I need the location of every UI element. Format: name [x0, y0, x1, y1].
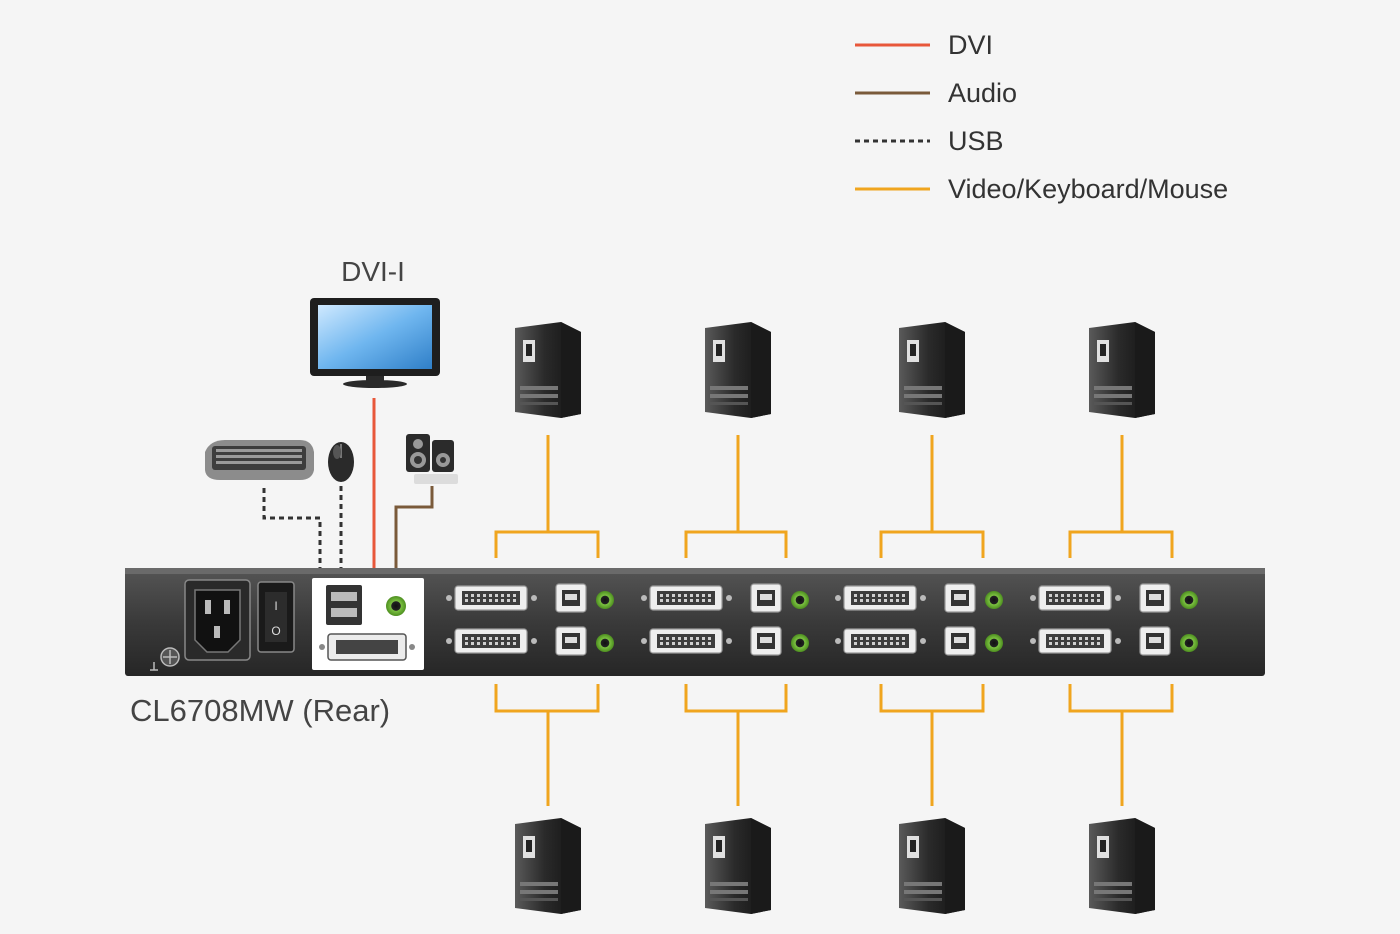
- computer-tower-icon: [515, 818, 581, 914]
- computer-tower-icon: [705, 322, 771, 418]
- legend-label: Audio: [948, 78, 1017, 108]
- kvm-port-6: [835, 626, 1003, 656]
- kvm-cable-bottom-3: [879, 684, 985, 806]
- kvm-port-7: [1030, 583, 1198, 613]
- audio-jack: [985, 634, 1003, 652]
- legend-label: Video/Keyboard/Mouse: [948, 174, 1228, 204]
- kvm-cable-bottom-1: [494, 684, 600, 806]
- legend-label: USB: [948, 126, 1004, 156]
- svg-text:I: I: [274, 599, 277, 613]
- computer-tower-icon: [705, 818, 771, 914]
- audio-cable: [394, 486, 434, 600]
- kvm-port-8: [1030, 626, 1198, 656]
- ground-screw-icon: [150, 647, 180, 671]
- kvm-port-groups: [446, 583, 1198, 656]
- kvm-cable-top-4: [1068, 435, 1174, 558]
- keyboard-icon: [205, 440, 314, 480]
- kvm-port-5: [835, 583, 1003, 613]
- monitor-icon: [310, 298, 440, 388]
- power-switch-icon: I O: [257, 581, 295, 653]
- legend-item-usb: USB: [855, 126, 1004, 156]
- usb-keyboard-cable: [262, 488, 322, 590]
- ac-power-socket-icon: [184, 579, 251, 661]
- computer-tower-icon: [899, 818, 965, 914]
- computer-tower-icon: [1089, 322, 1155, 418]
- rear-panel: I O: [125, 568, 1265, 676]
- audio-jack: [791, 634, 809, 652]
- kvm-cable-bottom-4: [1068, 684, 1174, 806]
- monitor-label: DVI-I: [341, 256, 405, 287]
- kvm-cables: [494, 435, 1174, 806]
- audio-jack: [791, 591, 809, 609]
- mouse-icon: [328, 442, 354, 482]
- kvm-port-2: [446, 626, 614, 656]
- console-port-area: [312, 578, 424, 670]
- audio-jack: [985, 591, 1003, 609]
- kvm-port-4: [641, 626, 809, 656]
- speakers-icon: [406, 434, 458, 484]
- audio-jack: [596, 591, 614, 609]
- legend-item-video-keyboard-mouse: Video/Keyboard/Mouse: [855, 174, 1228, 204]
- legend-item-dvi: DVI: [855, 30, 993, 60]
- computer-tower-icon: [1089, 818, 1155, 914]
- device-label: CL6708MW (Rear): [130, 693, 390, 728]
- kvm-cable-top-2: [684, 435, 788, 558]
- computer-tower-icon: [515, 322, 581, 418]
- computers: [515, 322, 1155, 914]
- audio-jack: [1180, 634, 1198, 652]
- computer-tower-icon: [899, 322, 965, 418]
- legend-item-audio: Audio: [855, 78, 1017, 108]
- kvm-port-3: [641, 583, 809, 613]
- kvm-cable-top-3: [879, 435, 985, 558]
- legend-label: DVI: [948, 30, 993, 60]
- kvm-cable-top-1: [494, 435, 600, 558]
- kvm-port-1: [446, 583, 614, 613]
- audio-jack: [1180, 591, 1198, 609]
- audio-jack: [596, 634, 614, 652]
- svg-text:O: O: [271, 624, 280, 638]
- kvm-cable-bottom-2: [684, 684, 788, 806]
